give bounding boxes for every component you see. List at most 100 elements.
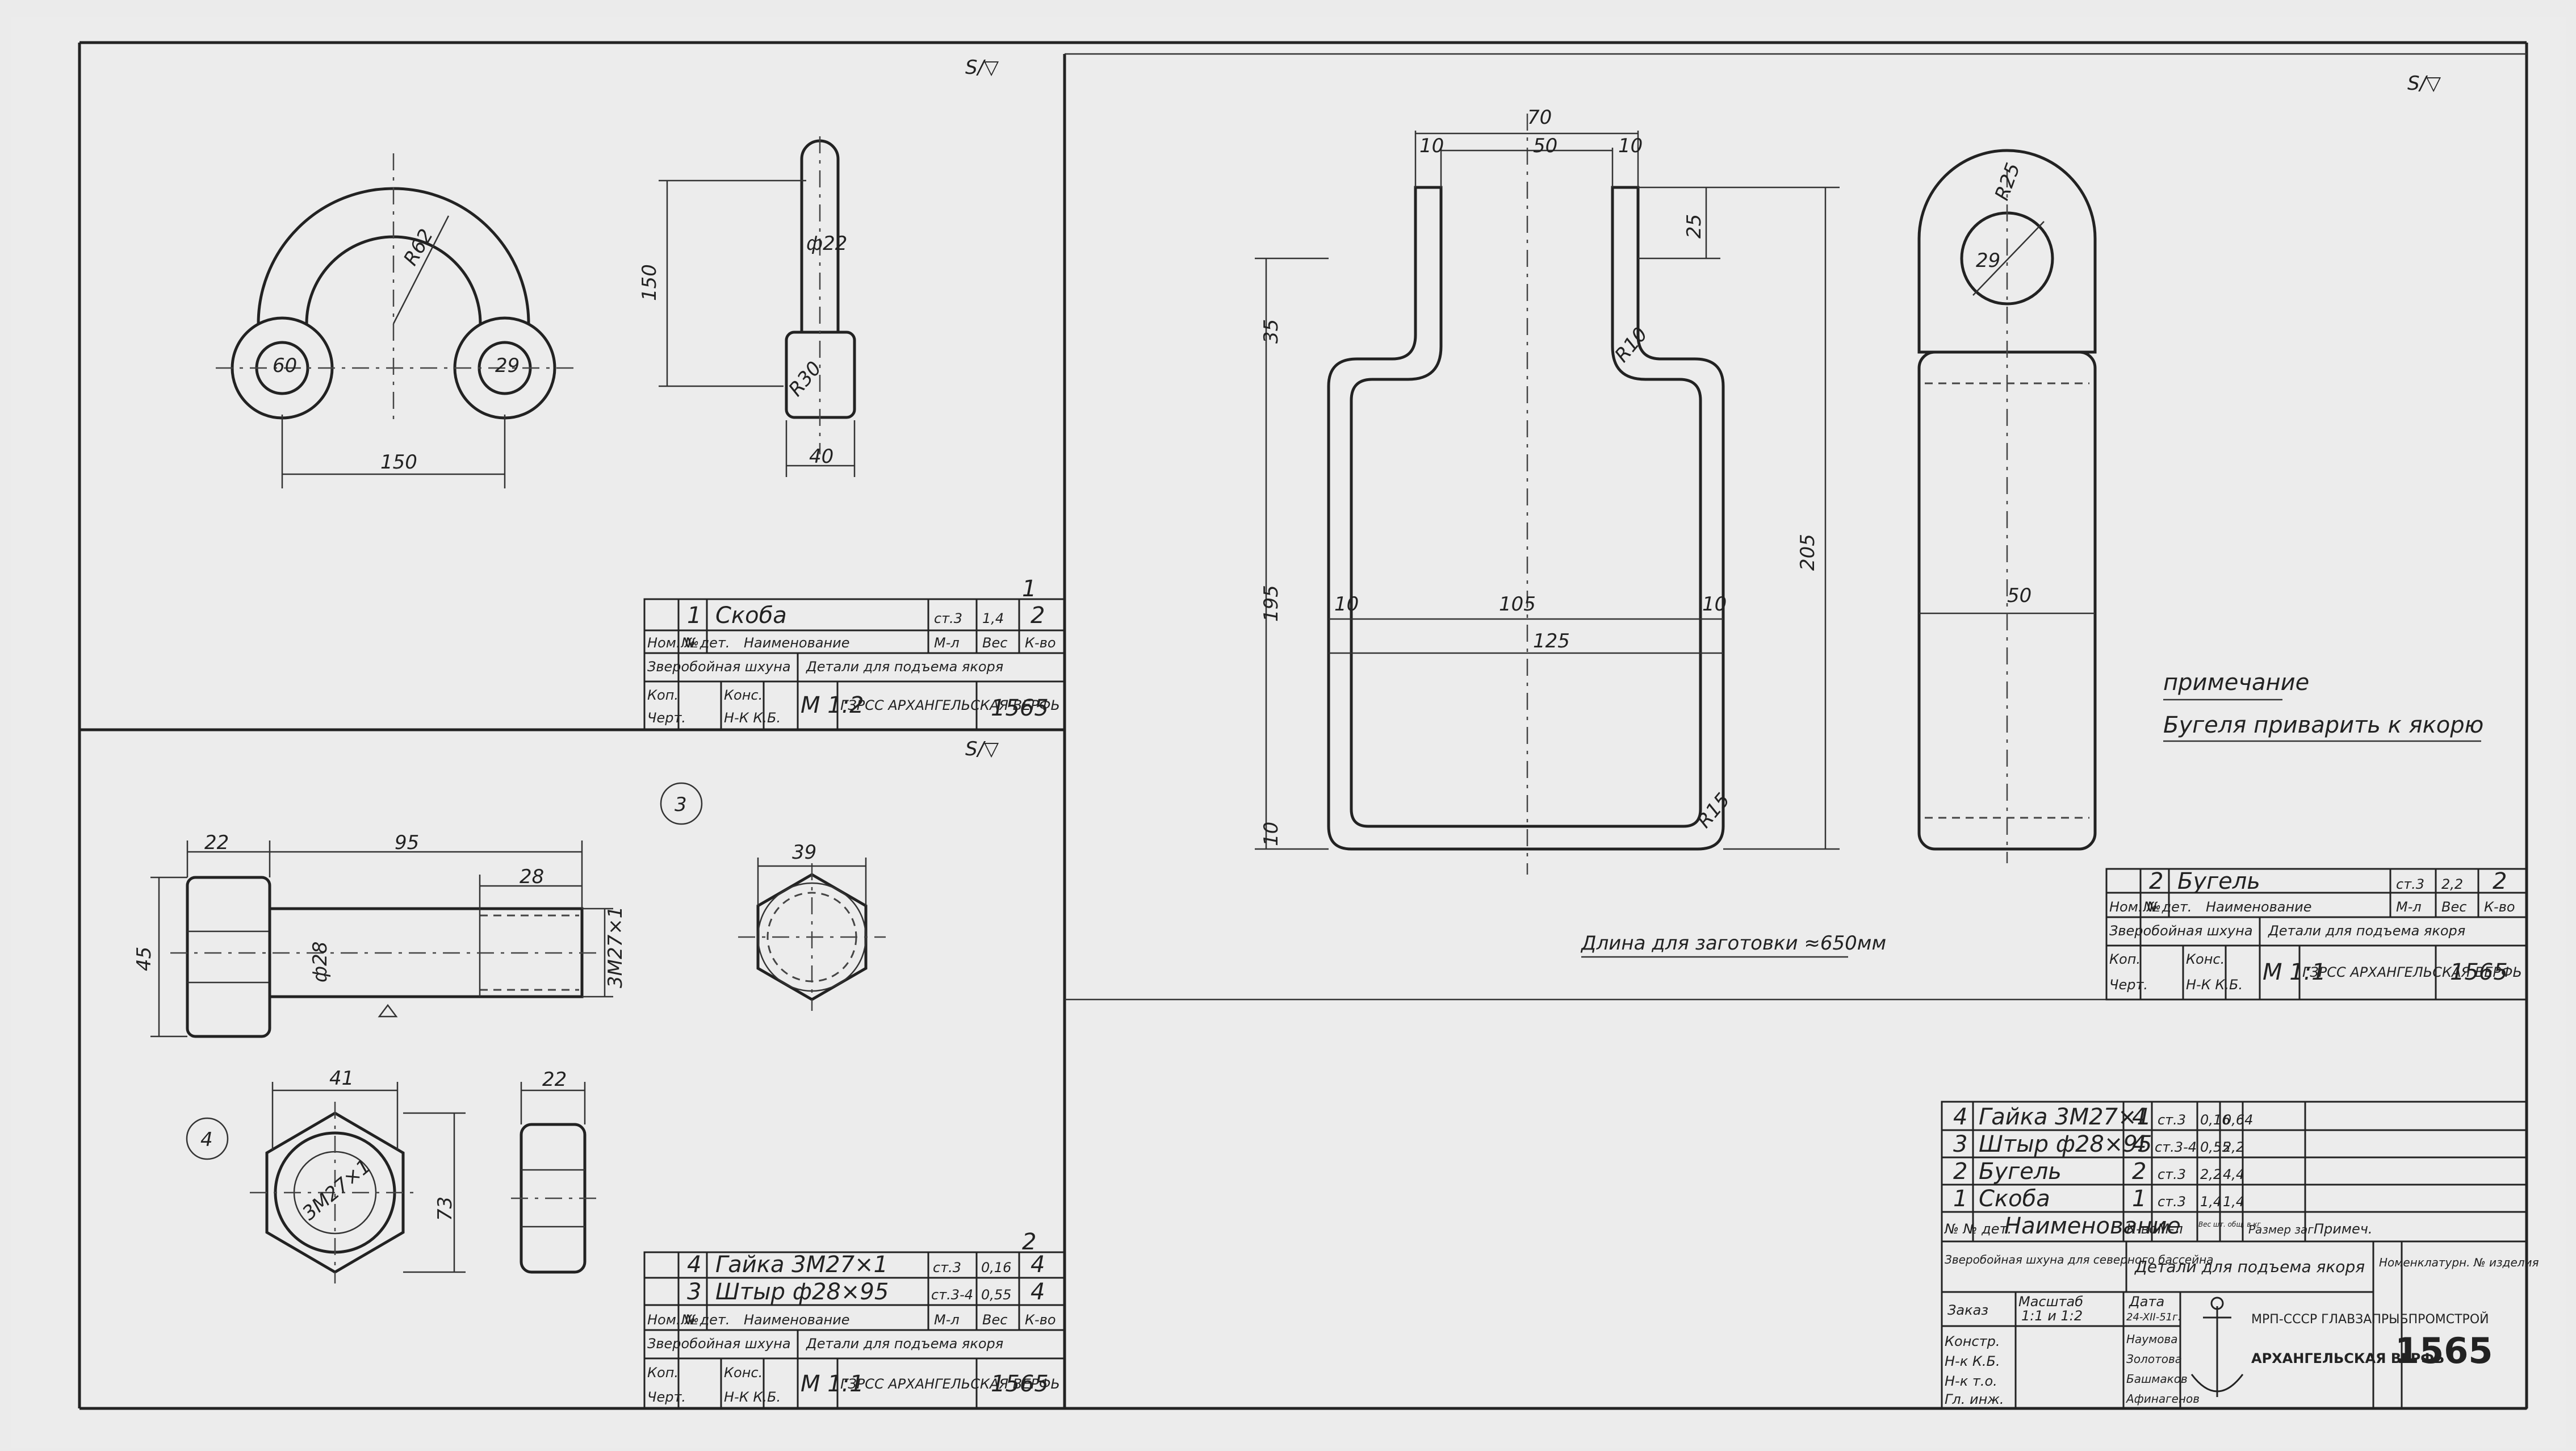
main-konstr: Констр. [1945, 1333, 2000, 1349]
tb3-org: Зверобойная шхуна [647, 1336, 791, 1352]
main-org: Зверобойная шхуна для северного бассейна [1945, 1253, 2214, 1266]
tb1-scale: М 1:2 [801, 692, 864, 718]
main-nkto: Н-к т.о. [1945, 1373, 1997, 1389]
tb3-title: Детали для подъема якоря [806, 1336, 1003, 1352]
part3-dim-head: 22 [204, 831, 229, 854]
part4-dim-thick: 22 [542, 1068, 567, 1091]
tb3-row-name: Штыр ф28×95 [715, 1279, 889, 1305]
tb3-hdr-nom: Ном. № [647, 1312, 699, 1328]
part2-blank-note: Длина для заготовки ≈650мм [1580, 932, 1886, 955]
main-tb-rows: 4 Гайка 3М27×1 4 ст.3 0,16 0,64 3 Штыр ф… [1953, 1104, 2253, 1212]
main-row-w2: 2,2 [2223, 1139, 2244, 1155]
tb3-row-w1: 0,16 [981, 1260, 1011, 1276]
tb3-sheet-no: 2 [1022, 1229, 1036, 1255]
tb1-hdr-mat: М-л [934, 635, 960, 651]
tb1-kons: Конс. [724, 687, 763, 703]
part4-dim-height: 73 [434, 1197, 456, 1221]
tb2-row-qty: 2 [2493, 868, 2507, 894]
part2-dim-leg-r: 10 [1618, 135, 1643, 157]
tb3-hdr-k: К-во [1025, 1312, 1056, 1328]
main-row-qty: 1 [2132, 1186, 2146, 1212]
part3-view-bolt [150, 841, 613, 1038]
part3-dim-length: 95 [395, 831, 419, 854]
finish-mark-1: S/▽ [965, 56, 999, 79]
tb2-kons: Конс. [2186, 951, 2225, 967]
paper-sheet [11, 17, 2566, 1448]
main-row-w2: 4,4 [2223, 1166, 2244, 1182]
tb2-hdr-name: Наименование [2206, 899, 2312, 915]
main-hdr-mat: М-л [2158, 1221, 2183, 1237]
main-row-w1: 2,2 [2200, 1166, 2222, 1182]
tb1-row-qty: 2 [1031, 603, 1045, 629]
main-row-w1: 0,16 [2200, 1112, 2230, 1128]
tb2-hdr-nom: Ном. № [2109, 899, 2161, 915]
tb2-hdr-det: № дет. [2142, 899, 2192, 915]
tb1-hdr-det: № дет. [680, 635, 730, 651]
tb1-title: Детали для подъема якоря [806, 659, 1003, 675]
main-hdr-size: Размер заг. [2248, 1223, 2317, 1236]
anchor-logo-icon [2190, 1297, 2244, 1397]
main-row-num: 1 [1953, 1186, 1967, 1212]
part1-view-front [216, 153, 573, 488]
tb3-hdr-mat: М-л [934, 1312, 960, 1328]
tb3-row-name: Гайка 3М27×1 [715, 1252, 888, 1278]
tb3-scale: М 1:1 [801, 1371, 864, 1397]
part3-dim-thread: 3М27×1 [604, 906, 627, 988]
main-row-name: Штыр ф28×95 [1979, 1131, 2152, 1157]
finish-mark-2: S/▽ [2407, 72, 2441, 95]
main-row-w1: 0,55 [2200, 1139, 2230, 1155]
tb3-row-qty: 4 [1031, 1252, 1045, 1278]
main-code: 1565 [2395, 1330, 2493, 1371]
main-name-4: Афинагенов [2125, 1392, 2200, 1406]
part4-view-side [511, 1082, 596, 1274]
tb3-cher: Черт. [647, 1389, 686, 1405]
main-zakaz: Заказ [1947, 1302, 1988, 1318]
main-row-num: 3 [1953, 1131, 1967, 1157]
tb3-row-num: 3 [687, 1279, 701, 1305]
part2-dim-125: 125 [1533, 630, 1570, 653]
part3-dim-thread-l: 28 [520, 865, 544, 888]
part4-view-front [250, 1082, 466, 1283]
part3-number: 3 [675, 793, 687, 816]
main-shipyard: АРХАНГЕЛЬСКАЯ ВЕРФЬ [2251, 1350, 2444, 1366]
main-name-1: Наумова [2126, 1332, 2178, 1346]
main-nkkb: Н-к К.Б. [1945, 1353, 2000, 1369]
tb1-row-w1: 1,4 [982, 610, 1004, 626]
tb2-title: Детали для подъема якоря [2268, 923, 2465, 939]
tb3-row-qty: 4 [1031, 1279, 1045, 1305]
tb1-row-num: 1 [687, 603, 701, 629]
main-title-block [1941, 1101, 2528, 1410]
part4-number: 4 [200, 1128, 213, 1151]
tb2-hdr-mat: М-л [2396, 899, 2422, 915]
note-title: примечание [2163, 670, 2309, 696]
part1-dim-eye: 60 [273, 354, 297, 377]
tb1-shipyard: ГЗРСС АРХАНГЕЛЬСКАЯ ВЕРФЬ [840, 697, 1060, 713]
main-hdr-wt: Вес шт. общ. в кг [2198, 1220, 2261, 1228]
part4-dim-hex: 41 [329, 1067, 354, 1090]
part2-dim-bottom: 10 [1260, 822, 1283, 846]
main-row-num: 4 [1953, 1104, 1967, 1130]
main-row-name: Бугель [1979, 1159, 2062, 1185]
part2-dim-eye-d: 29 [1976, 249, 2000, 272]
tb1-hdr-wt: Вес [982, 635, 1007, 651]
part3-view-hex [738, 858, 886, 1011]
tb1-hdr-k: К-во [1025, 635, 1056, 651]
part1-dim-span: 150 [380, 451, 417, 474]
main-row-qty: 2 [2132, 1159, 2146, 1185]
main-hdr-note: Примеч. [2314, 1221, 2373, 1237]
part2-dim-inner-l: 10 [1334, 593, 1359, 616]
tb2-nk: Н-К К.Б. [2186, 977, 2243, 993]
tb2-row-name: Бугель [2177, 868, 2260, 894]
part2-view-side [1917, 149, 2097, 863]
main-name-3: Башмаков [2126, 1372, 2188, 1386]
main-hdr-name: Наименование [2004, 1213, 2181, 1239]
main-name-2: Золотова [2126, 1352, 2182, 1366]
tb2-row-w1: 2,2 [2441, 876, 2463, 892]
part1-dim-basew: 40 [809, 445, 833, 468]
main-scale-lbl: Масштаб [2018, 1294, 2083, 1310]
tb3-hdr-name: Наименование [744, 1312, 850, 1328]
main-scale: 1:1 и 1:2 [2021, 1308, 2083, 1324]
tb3-shipyard: ГЗРСС АРХАНГЕЛЬСКАЯ ВЕРФЬ [840, 1376, 1060, 1392]
tb3-row-w1: 0,55 [981, 1287, 1011, 1303]
tb3-row-num: 4 [687, 1252, 701, 1278]
